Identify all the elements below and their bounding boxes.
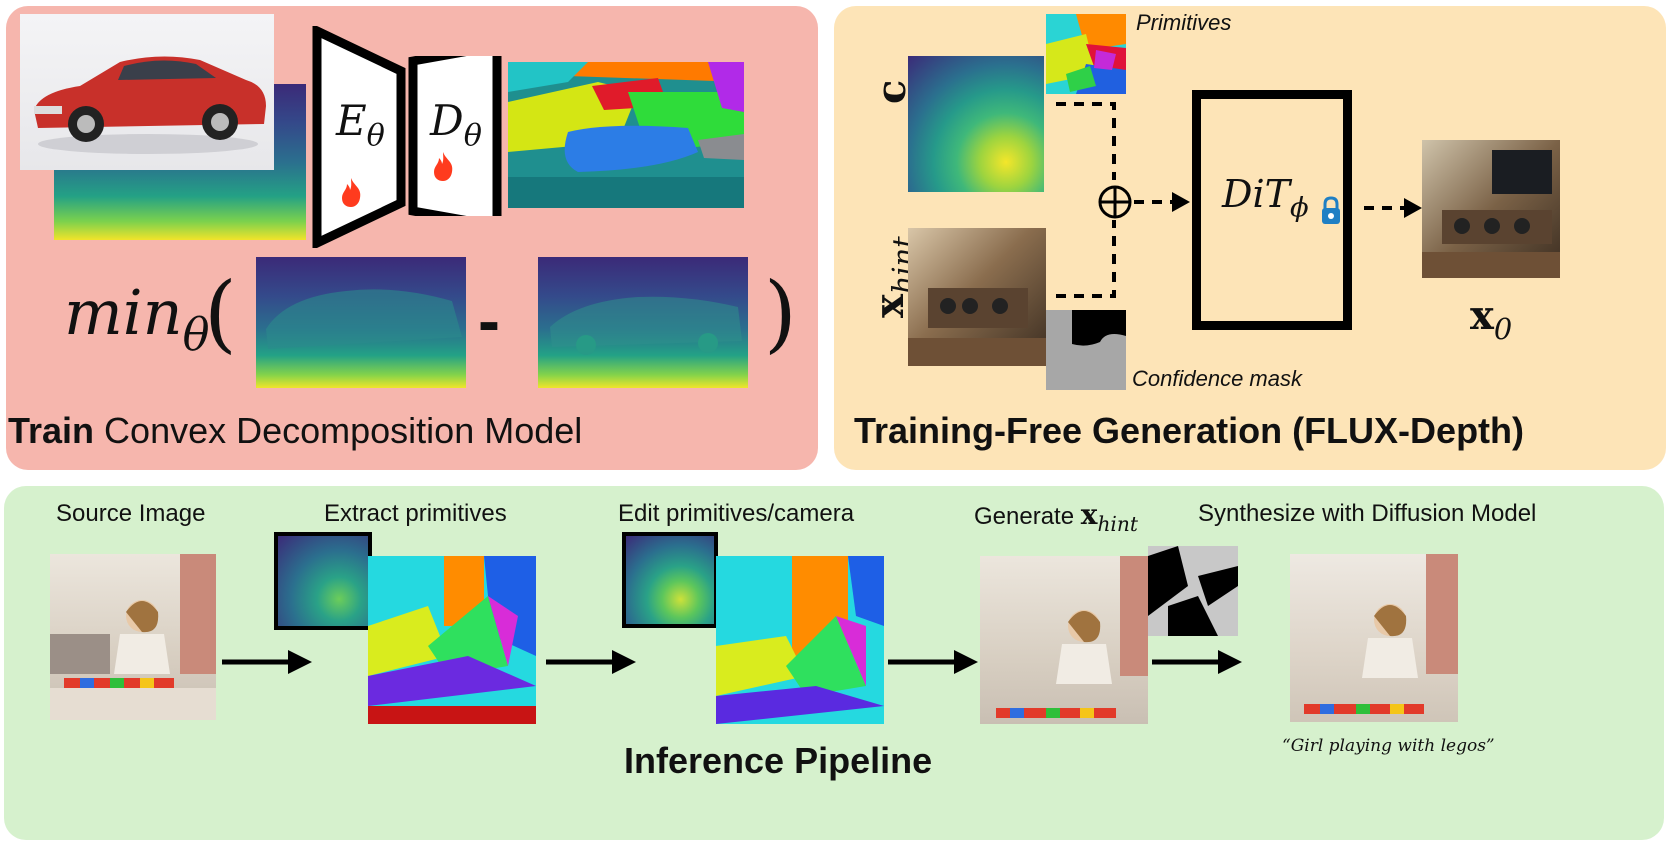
- flame-icon: [430, 150, 456, 187]
- prompt-caption: “Girl playing with legos”: [1282, 736, 1495, 756]
- flame-icon: [338, 176, 364, 213]
- arrow-right-icon: [888, 650, 978, 674]
- step-extract-label: Extract primitives: [324, 500, 507, 527]
- generated-hint-image: [980, 556, 1148, 724]
- arrow-right-icon: [546, 650, 636, 674]
- encoder-block: [312, 26, 406, 248]
- train-title-rest: Convex Decomposition Model: [104, 410, 583, 451]
- car-photo: [20, 14, 274, 170]
- edit-depth-thumbnail: [622, 532, 718, 628]
- primitives-thumbnail: [1046, 14, 1126, 94]
- lock-icon: [1320, 196, 1342, 231]
- source-image: [50, 554, 216, 720]
- decoder-block: [408, 56, 502, 216]
- synthesized-output-image: [1290, 554, 1458, 722]
- decoder-label: Dθ: [430, 96, 482, 154]
- step-source-label: Source Image: [56, 500, 206, 527]
- arrow-right-icon: [1364, 198, 1422, 218]
- step-synthesize-label: Synthesize with Diffusion Model: [1198, 500, 1537, 527]
- confidence-mask-label: Confidence mask: [1132, 366, 1302, 391]
- train-title-bold: Train: [8, 410, 95, 451]
- x0-label: x0: [1470, 292, 1513, 347]
- primitives-label: Primitives: [1136, 10, 1232, 35]
- edit-primitives-image: [716, 556, 884, 724]
- loss-minus: -: [478, 283, 500, 357]
- step-edit-label: Edit primitives/camera: [618, 500, 855, 527]
- inference-title: Inference Pipeline: [624, 740, 933, 781]
- target-depth-map: [538, 257, 748, 388]
- primitives-output: [508, 62, 744, 208]
- xhint-image: [908, 228, 1046, 366]
- dit-label: DiTϕ: [1222, 172, 1309, 224]
- step-generate-label: Generate xhint: [974, 498, 1138, 537]
- loss-close-paren: ): [764, 264, 797, 362]
- loss-min: minθ: [64, 276, 210, 361]
- arrow-right-icon: [222, 650, 312, 674]
- arrow-right-icon: [1152, 650, 1242, 674]
- dit-block: [1192, 90, 1352, 330]
- generation-title: Training-Free Generation (FLUX-Depth): [854, 410, 1525, 451]
- generated-mask-image: [1148, 546, 1238, 636]
- condition-depth-map: [908, 56, 1044, 192]
- oplus-icon: [1097, 184, 1133, 225]
- connector-lines: [1056, 102, 1190, 298]
- loss-open-paren: (: [204, 264, 237, 362]
- confidence-mask: [1046, 310, 1126, 390]
- extract-primitives-image: [368, 556, 536, 724]
- x0-output-image: [1422, 140, 1560, 278]
- train-title: Train Convex Decomposition Model: [8, 410, 582, 452]
- predicted-depth-map: [256, 257, 466, 388]
- encoder-label: Eθ: [336, 96, 385, 154]
- extract-depth-thumbnail: [274, 532, 372, 630]
